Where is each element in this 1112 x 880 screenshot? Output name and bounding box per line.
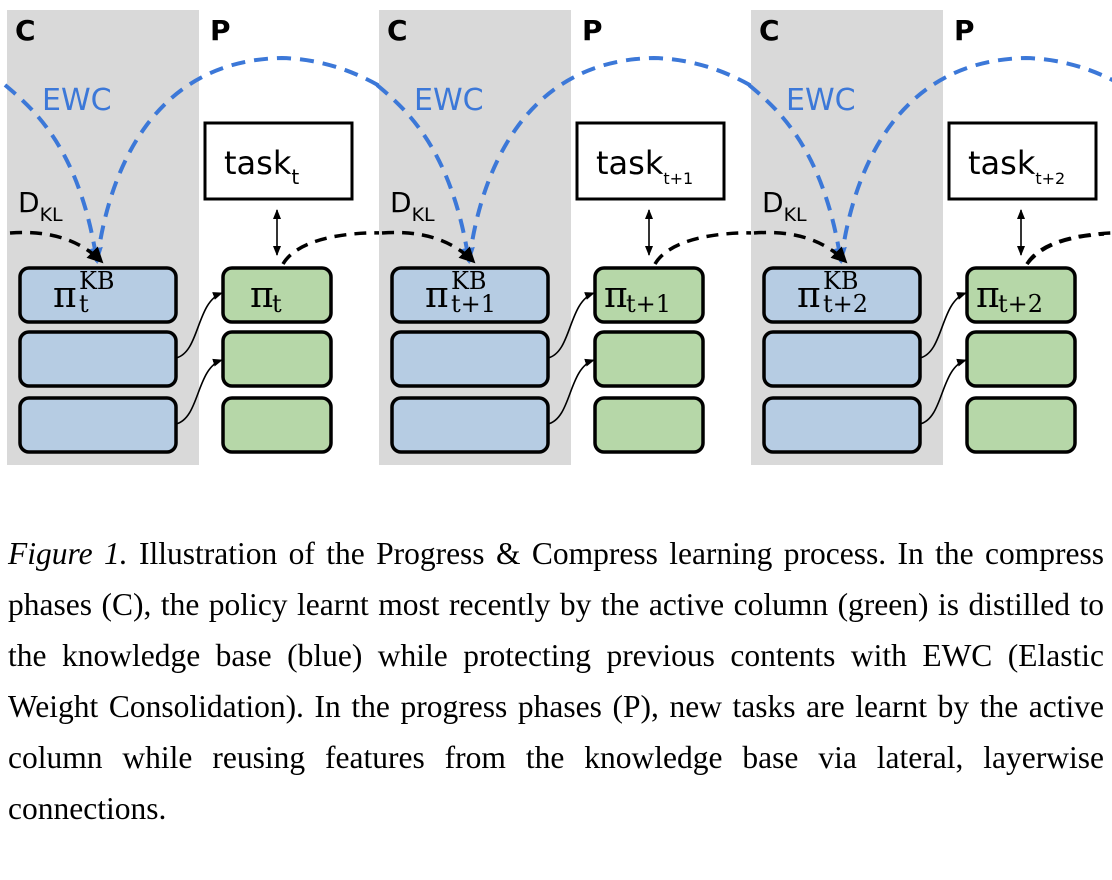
ewc-label: EWC [786,83,856,118]
kb-subscript: t+2 [823,290,868,318]
kb-hidden-layer [18,330,178,388]
ewc-arc-left [375,83,475,264]
active-hidden-layer [221,396,333,454]
ewc-arc-left [747,83,847,264]
figure-label: Figure 1. [8,536,128,571]
progress-phase-label: P [582,14,603,47]
kb-hidden-layer [390,330,550,388]
kb-policy-layer [762,266,922,324]
active-subscript: t [272,290,282,318]
compress-phase-background [379,10,571,465]
figure-caption: Figure 1. Illustration of the Progress &… [8,528,1104,834]
kb-superscript: KB [451,267,487,295]
ewc-arc-right [95,55,422,263]
active-policy-layer [593,266,705,324]
kb-policy-layer [390,266,550,324]
distillation-arrow [753,230,848,264]
task-box [575,121,726,201]
active-hidden-layer [221,330,333,388]
ewc-arc-left [3,83,103,264]
lateral-connection [919,292,967,359]
task-box [947,121,1098,201]
task-label: taskt+2 [968,144,1065,188]
compress-phase-label: C [759,14,780,47]
distillation-arrow [381,230,476,264]
compress-phase-background [7,10,199,465]
lateral-connection [547,358,595,425]
distillation-source [281,231,385,265]
active-policy-layer [965,266,1077,324]
lateral-connection [175,292,223,359]
distillation-arrow [9,230,104,264]
kb-policy-symbol: π [425,275,449,316]
kb-policy-symbol: π [797,275,821,316]
kb-policy-layer [18,266,178,324]
compress-phase-label: C [15,14,36,47]
active-subscript: t+1 [626,290,671,318]
ewc-arc-right [839,55,1112,263]
progress-phase-label: P [210,14,231,47]
task-label: taskt [224,144,299,189]
distillation-source [653,231,757,265]
dkl-label: DKL [762,186,807,226]
active-hidden-layer [965,330,1077,388]
compress-phase-background [751,10,943,465]
task-label: taskt+1 [596,144,693,188]
kb-hidden-layer [390,396,550,454]
distillation-continuation [1025,232,1105,266]
active-hidden-layer [593,330,705,388]
compress-phase-label: C [387,14,408,47]
active-subscript: t+2 [998,290,1043,318]
kb-hidden-layer [762,396,922,454]
active-policy-symbol: π [976,275,1000,316]
dkl-label: DKL [18,186,63,226]
kb-policy-symbol: π [53,275,77,316]
ewc-label: EWC [414,83,484,118]
ewc-arc-right [467,55,794,263]
active-policy-symbol: π [604,275,628,316]
kb-superscript: KB [823,267,859,295]
kb-subscript: t+1 [451,290,496,318]
progress-phase-label: P [954,14,975,47]
ewc-label: EWC [42,83,112,118]
active-policy-layer [221,266,333,324]
dkl-label: DKL [390,186,435,226]
task-box [203,121,354,201]
lateral-connection [547,292,595,359]
kb-subscript: t [79,290,89,318]
active-policy-symbol: π [250,275,274,316]
lateral-connection [919,358,967,425]
kb-hidden-layer [18,396,178,454]
caption-text: Illustration of the Progress & Compress … [8,536,1104,826]
active-hidden-layer [965,396,1077,454]
kb-superscript: KB [79,267,115,295]
lateral-connection [175,358,223,425]
active-hidden-layer [593,396,705,454]
kb-hidden-layer [762,330,922,388]
